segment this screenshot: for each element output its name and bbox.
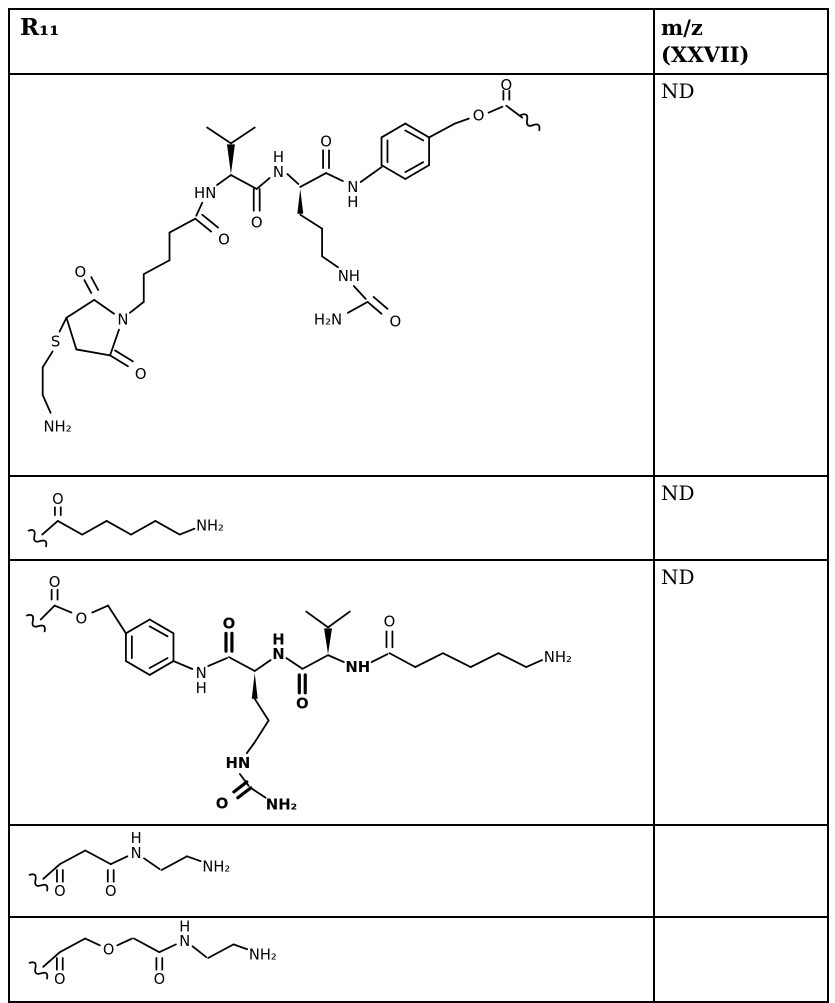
atom-label: NH₂ — [43, 417, 71, 435]
atom-label: H — [131, 830, 142, 847]
atom-label: HN — [194, 183, 216, 201]
atom-label: O — [223, 614, 236, 632]
atom-label: NH₂ — [266, 795, 297, 813]
atom-label: O — [105, 883, 117, 900]
mz-value: ND — [653, 558, 829, 826]
atom-label: H — [273, 148, 284, 166]
mz-value — [653, 823, 829, 918]
table-row: O O O H N NH₂ — [8, 915, 829, 1003]
atom-label: H — [272, 630, 284, 648]
atom-label: O — [135, 365, 147, 383]
atom-label: O — [54, 971, 66, 988]
header-mz-line1: m/z — [661, 15, 703, 40]
header-r11-label: R₁₁ — [20, 14, 60, 41]
header-mz-line2: (XXVII) — [661, 42, 750, 68]
structure-cell-1: HN O N O O S NH₂ O H N O N H O O NH H₂N — [8, 72, 655, 477]
table-row: O O H N NH₂ — [8, 823, 829, 918]
structure-cell-3: O O N H O H N O NH O NH₂ HN O NH₂ — [8, 558, 655, 826]
header-row: R₁₁ m/z (XXVII) — [8, 8, 829, 75]
atom-label: H₂N — [314, 310, 342, 328]
bond-skeleton — [28, 937, 249, 980]
atom-label: O — [251, 213, 263, 231]
mz-value: ND — [653, 474, 829, 561]
structure-3-drawing: O O N H O H N O NH O NH₂ HN O NH₂ — [26, 572, 572, 813]
atom-label: NH — [338, 267, 360, 285]
atom-label: S — [51, 332, 60, 350]
atom-label: O — [52, 491, 64, 508]
atom-label: N — [131, 844, 142, 861]
structure-1-drawing: HN O N O O S NH₂ O H N O N H O O NH H₂N — [41, 76, 541, 435]
atom-label: N — [179, 933, 190, 950]
atom-label: H — [347, 192, 358, 210]
header-mz: m/z (XXVII) — [653, 8, 829, 75]
atom-label: N — [272, 645, 284, 663]
atom-label: O — [384, 612, 396, 630]
atom-label: H — [196, 678, 207, 696]
atom-label: O — [154, 971, 166, 988]
atom-label: N — [347, 178, 358, 196]
structure-5-drawing: O O O H N NH₂ — [28, 919, 277, 988]
atom-label: O — [216, 794, 229, 812]
mz-value — [653, 915, 829, 1003]
atom-label: O — [501, 76, 513, 94]
atom-label: O — [54, 883, 66, 900]
mz-value: ND — [653, 72, 829, 477]
atom-label: N — [273, 163, 284, 181]
atom-label: O — [473, 106, 485, 124]
atom-label: O — [103, 941, 115, 958]
atom-label: H — [179, 919, 190, 935]
table-row: O O N H O H N O NH O NH₂ HN O NH₂ ND — [8, 558, 829, 826]
substituent-table: R₁₁ m/z (XXVII) — [8, 8, 829, 1003]
header-r11: R₁₁ — [8, 8, 655, 75]
atom-label: O — [296, 694, 309, 712]
structure-2-drawing: O NH₂ — [27, 491, 224, 547]
bond-skeleton — [27, 505, 196, 547]
structure-4-drawing: O O H N NH₂ — [28, 830, 230, 900]
structure-cell-5: O O O H N NH₂ — [8, 915, 655, 1003]
atom-label: O — [75, 609, 87, 627]
structure-cell-2: O NH₂ — [8, 474, 655, 561]
atom-label: HN — [225, 754, 250, 772]
atom-label: O — [390, 312, 402, 330]
atom-label: O — [320, 132, 332, 150]
bond-skeleton — [41, 89, 541, 414]
atom-label: N — [196, 664, 207, 682]
atom-label: O — [49, 572, 61, 590]
atom-label: N — [117, 310, 128, 328]
atom-label: NH₂ — [544, 648, 572, 666]
atom-label: NH₂ — [196, 517, 224, 534]
table-row: O NH₂ ND — [8, 474, 829, 561]
atom-label: O — [74, 263, 86, 281]
bond-skeleton — [28, 849, 202, 892]
structure-cell-4: O O H N NH₂ — [8, 823, 655, 918]
table-row: HN O N O O S NH₂ O H N O N H O O NH H₂N — [8, 72, 829, 477]
atom-label: NH₂ — [249, 946, 277, 963]
bond-skeleton — [26, 588, 543, 799]
atom-label: NH — [345, 658, 370, 676]
atom-label: NH₂ — [202, 858, 230, 875]
atom-label: O — [218, 230, 230, 248]
